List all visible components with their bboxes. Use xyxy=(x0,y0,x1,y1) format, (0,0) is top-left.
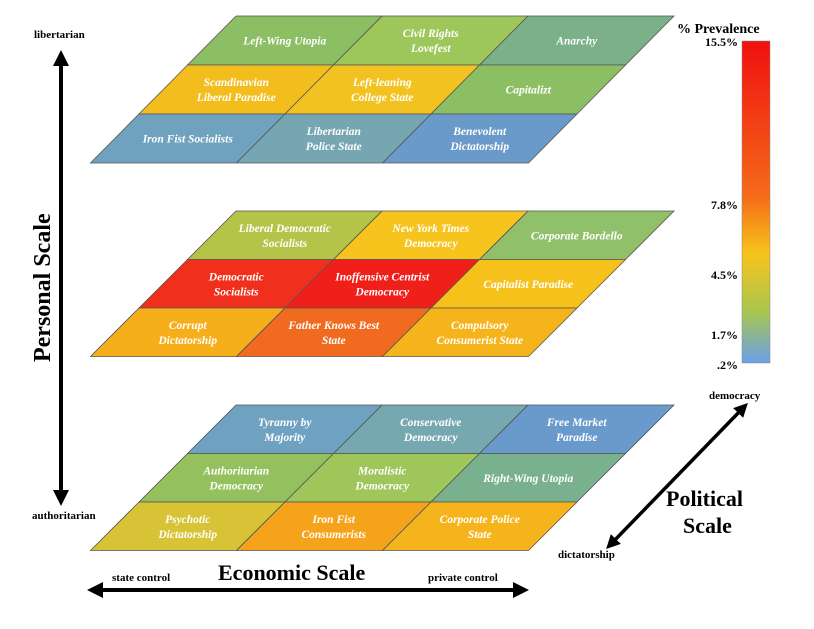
cell-label: Corporate Bordello xyxy=(531,230,623,242)
cell-top-r2-c2 xyxy=(381,113,578,164)
legend-tick-label: .2% xyxy=(717,358,738,372)
cell-label: Father Knows Best xyxy=(287,320,380,332)
cell-middle-r2-c2 xyxy=(381,307,578,357)
political-scale-title-line2: Scale xyxy=(683,513,732,538)
cell-label: Scandinavian xyxy=(204,77,269,89)
democracy-label: democracy xyxy=(709,390,761,402)
cell-label: Socialists xyxy=(214,286,259,298)
cell-label: Iron Fist Socialists xyxy=(142,134,234,146)
legend-tick-label: 4.5% xyxy=(711,268,738,282)
cell-label: Inoffensive Centrist xyxy=(334,271,430,283)
cell-label: Tyranny by xyxy=(258,417,312,429)
cell-label: Libertarian xyxy=(306,126,361,138)
legend-ticks: 15.5% 7.8% 4.5% 1.7% .2% xyxy=(705,35,738,372)
personal-scale-axis: libertarian authoritarian Personal Scale xyxy=(30,29,96,522)
cell-label: Dictatorship xyxy=(157,335,217,347)
cell-label: Right-Wing Utopia xyxy=(482,473,573,485)
private-control-label: private control xyxy=(428,572,498,584)
cell-bottom-r2-c2 xyxy=(381,501,578,551)
economic-scale-axis: state control private control Economic S… xyxy=(87,560,529,598)
political-scale-arrow xyxy=(606,402,748,550)
cell-label: Benevolent xyxy=(452,126,507,138)
cell-label: Left-Wing Utopia xyxy=(242,36,326,48)
prevalence-legend: % Prevalence 15.5% 7.8% 4.5% 1.7% .2% xyxy=(677,22,771,372)
cell-label: Majority xyxy=(263,432,306,444)
cell-label: Liberal Paradise xyxy=(196,92,276,104)
cell-label: Free Market xyxy=(546,417,608,429)
cell-label: Socialists xyxy=(262,238,307,250)
cell-label: Capitalist Paradise xyxy=(483,279,573,291)
cell-label: New York Times xyxy=(391,223,469,235)
legend-tick-label: 7.8% xyxy=(711,198,738,212)
cell-label: State xyxy=(322,335,346,347)
cell-label: Democracy xyxy=(403,238,459,250)
state-control-label: state control xyxy=(112,572,170,584)
cell-label: Civil Rights xyxy=(403,28,459,40)
cell-label: Anarchy xyxy=(555,36,598,48)
political-scale-axis: democracy dictatorship Political Scale xyxy=(558,390,761,561)
cell-label: Compulsory xyxy=(451,320,509,332)
authoritarian-label: authoritarian xyxy=(32,510,96,522)
personal-scale-title: Personal Scale xyxy=(30,213,56,362)
cell-label: Iron Fist xyxy=(311,514,355,526)
cell-label: Consumerist State xyxy=(436,335,523,347)
cell-label: Conservative xyxy=(400,417,461,429)
cell-label: Democracy xyxy=(403,432,459,444)
cell-label: Liberal Democratic xyxy=(238,223,331,235)
cell-label: Consumerists xyxy=(301,529,366,541)
economic-scale-title: Economic Scale xyxy=(218,560,365,585)
cell-label: Paradise xyxy=(556,432,598,444)
cell-label: Psychotic xyxy=(165,514,210,526)
legend-tick-label: 15.5% xyxy=(705,35,738,49)
legend-title: % Prevalence xyxy=(677,22,760,37)
cell-label: Capitalizt xyxy=(506,85,552,97)
libertarian-label: libertarian xyxy=(34,29,85,41)
cell-label: Democracy xyxy=(208,480,264,492)
cell-label: Democracy xyxy=(354,480,410,492)
legend-tick-label: 1.7% xyxy=(711,328,738,342)
dictatorship-label: dictatorship xyxy=(558,549,615,561)
cell-label: Dictatorship xyxy=(449,141,509,153)
cell-label: College State xyxy=(351,92,413,104)
cell-label: State xyxy=(468,529,492,541)
cell-label: Moralistic xyxy=(357,465,407,477)
legend-color-bar xyxy=(741,40,771,364)
cell-label: Left-leaning xyxy=(352,77,412,89)
cell-label: Democracy xyxy=(354,286,410,298)
cell-label: Corporate Police xyxy=(440,514,520,526)
cell-label: Authoritarian xyxy=(202,465,269,477)
cell-label: Democratic xyxy=(208,271,264,283)
cell-label: Lovefest xyxy=(410,43,451,55)
cell-label: Police State xyxy=(306,141,362,153)
cell-label: Dictatorship xyxy=(157,529,217,541)
cell-label: Corrupt xyxy=(169,320,208,332)
political-scale-title-line1: Political xyxy=(666,486,743,511)
